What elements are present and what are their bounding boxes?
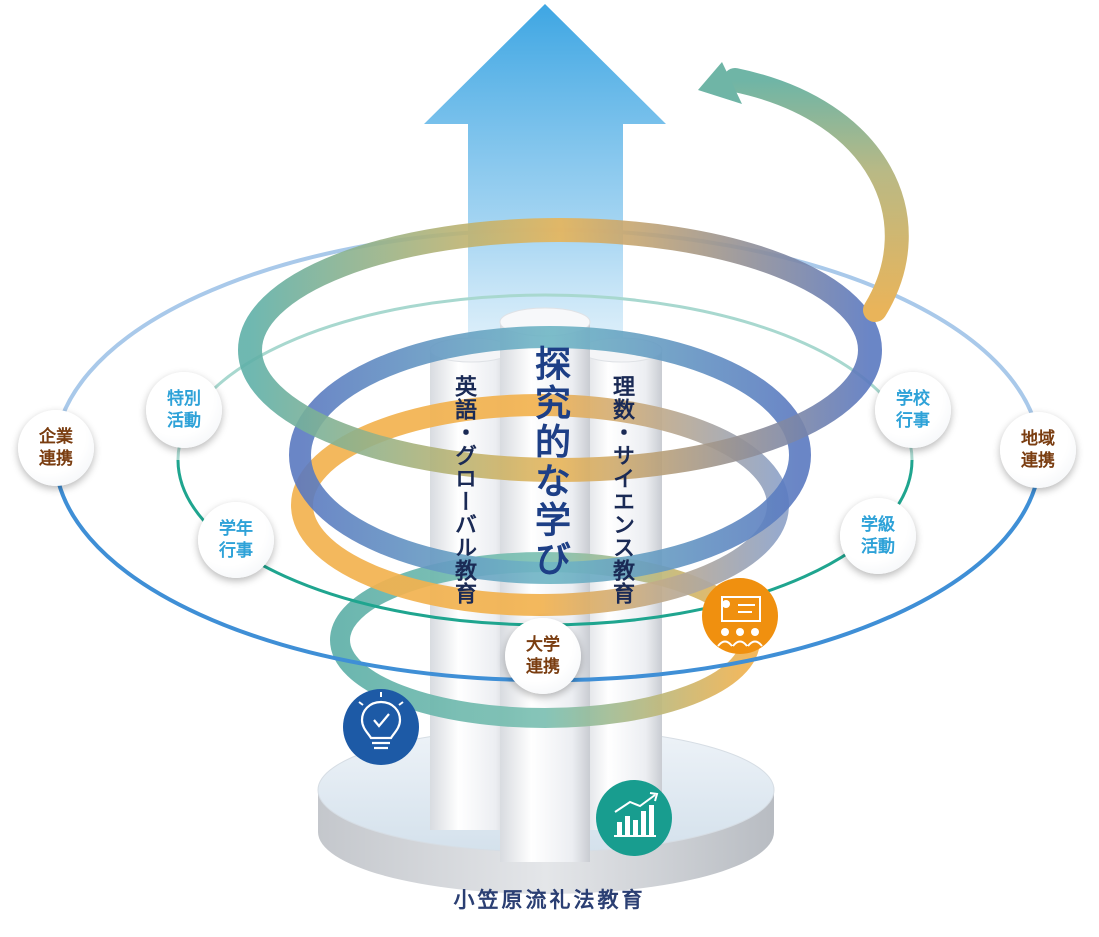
badge-line: 行事: [896, 411, 930, 431]
badge-line: 特別: [167, 389, 201, 409]
presentation-icon: [702, 578, 778, 654]
badge-line: 地域: [1021, 429, 1055, 449]
lightbulb-icon: [343, 689, 419, 765]
badge-line: 連携: [1021, 451, 1055, 471]
badge-line: 連携: [39, 449, 73, 469]
badge-special-activities: 特別 活動: [146, 372, 222, 448]
badge-line: 行事: [219, 541, 253, 561]
badge-line: 大学: [526, 635, 560, 655]
bar-chart-icon: [596, 780, 672, 856]
right-pillar-label: 理数・サイエンス教育: [609, 375, 634, 605]
badge-school-events: 学校 行事: [875, 372, 951, 448]
badge-line: 企業: [39, 427, 73, 447]
left-pillar-label: 英語・グローバル教育: [451, 375, 476, 605]
badge-line: 活動: [167, 411, 201, 431]
badge-grade-events: 学年 行事: [198, 502, 274, 578]
badge-community-collaboration: 地域 連携: [1000, 412, 1076, 488]
badge-class-activities: 学級 活動: [840, 498, 916, 574]
base-label: 小笠原流礼法教育: [453, 888, 646, 912]
badge-line: 学年: [219, 519, 253, 539]
badge-university-collaboration: 大学 連携: [505, 618, 581, 694]
badge-line: 連携: [526, 657, 560, 677]
badge-company-collaboration: 企業 連携: [18, 410, 94, 486]
badge-line: 学級: [861, 515, 895, 535]
center-title: 探究的な学び: [529, 345, 570, 579]
badge-line: 活動: [861, 537, 895, 557]
badge-line: 学校: [896, 389, 930, 409]
